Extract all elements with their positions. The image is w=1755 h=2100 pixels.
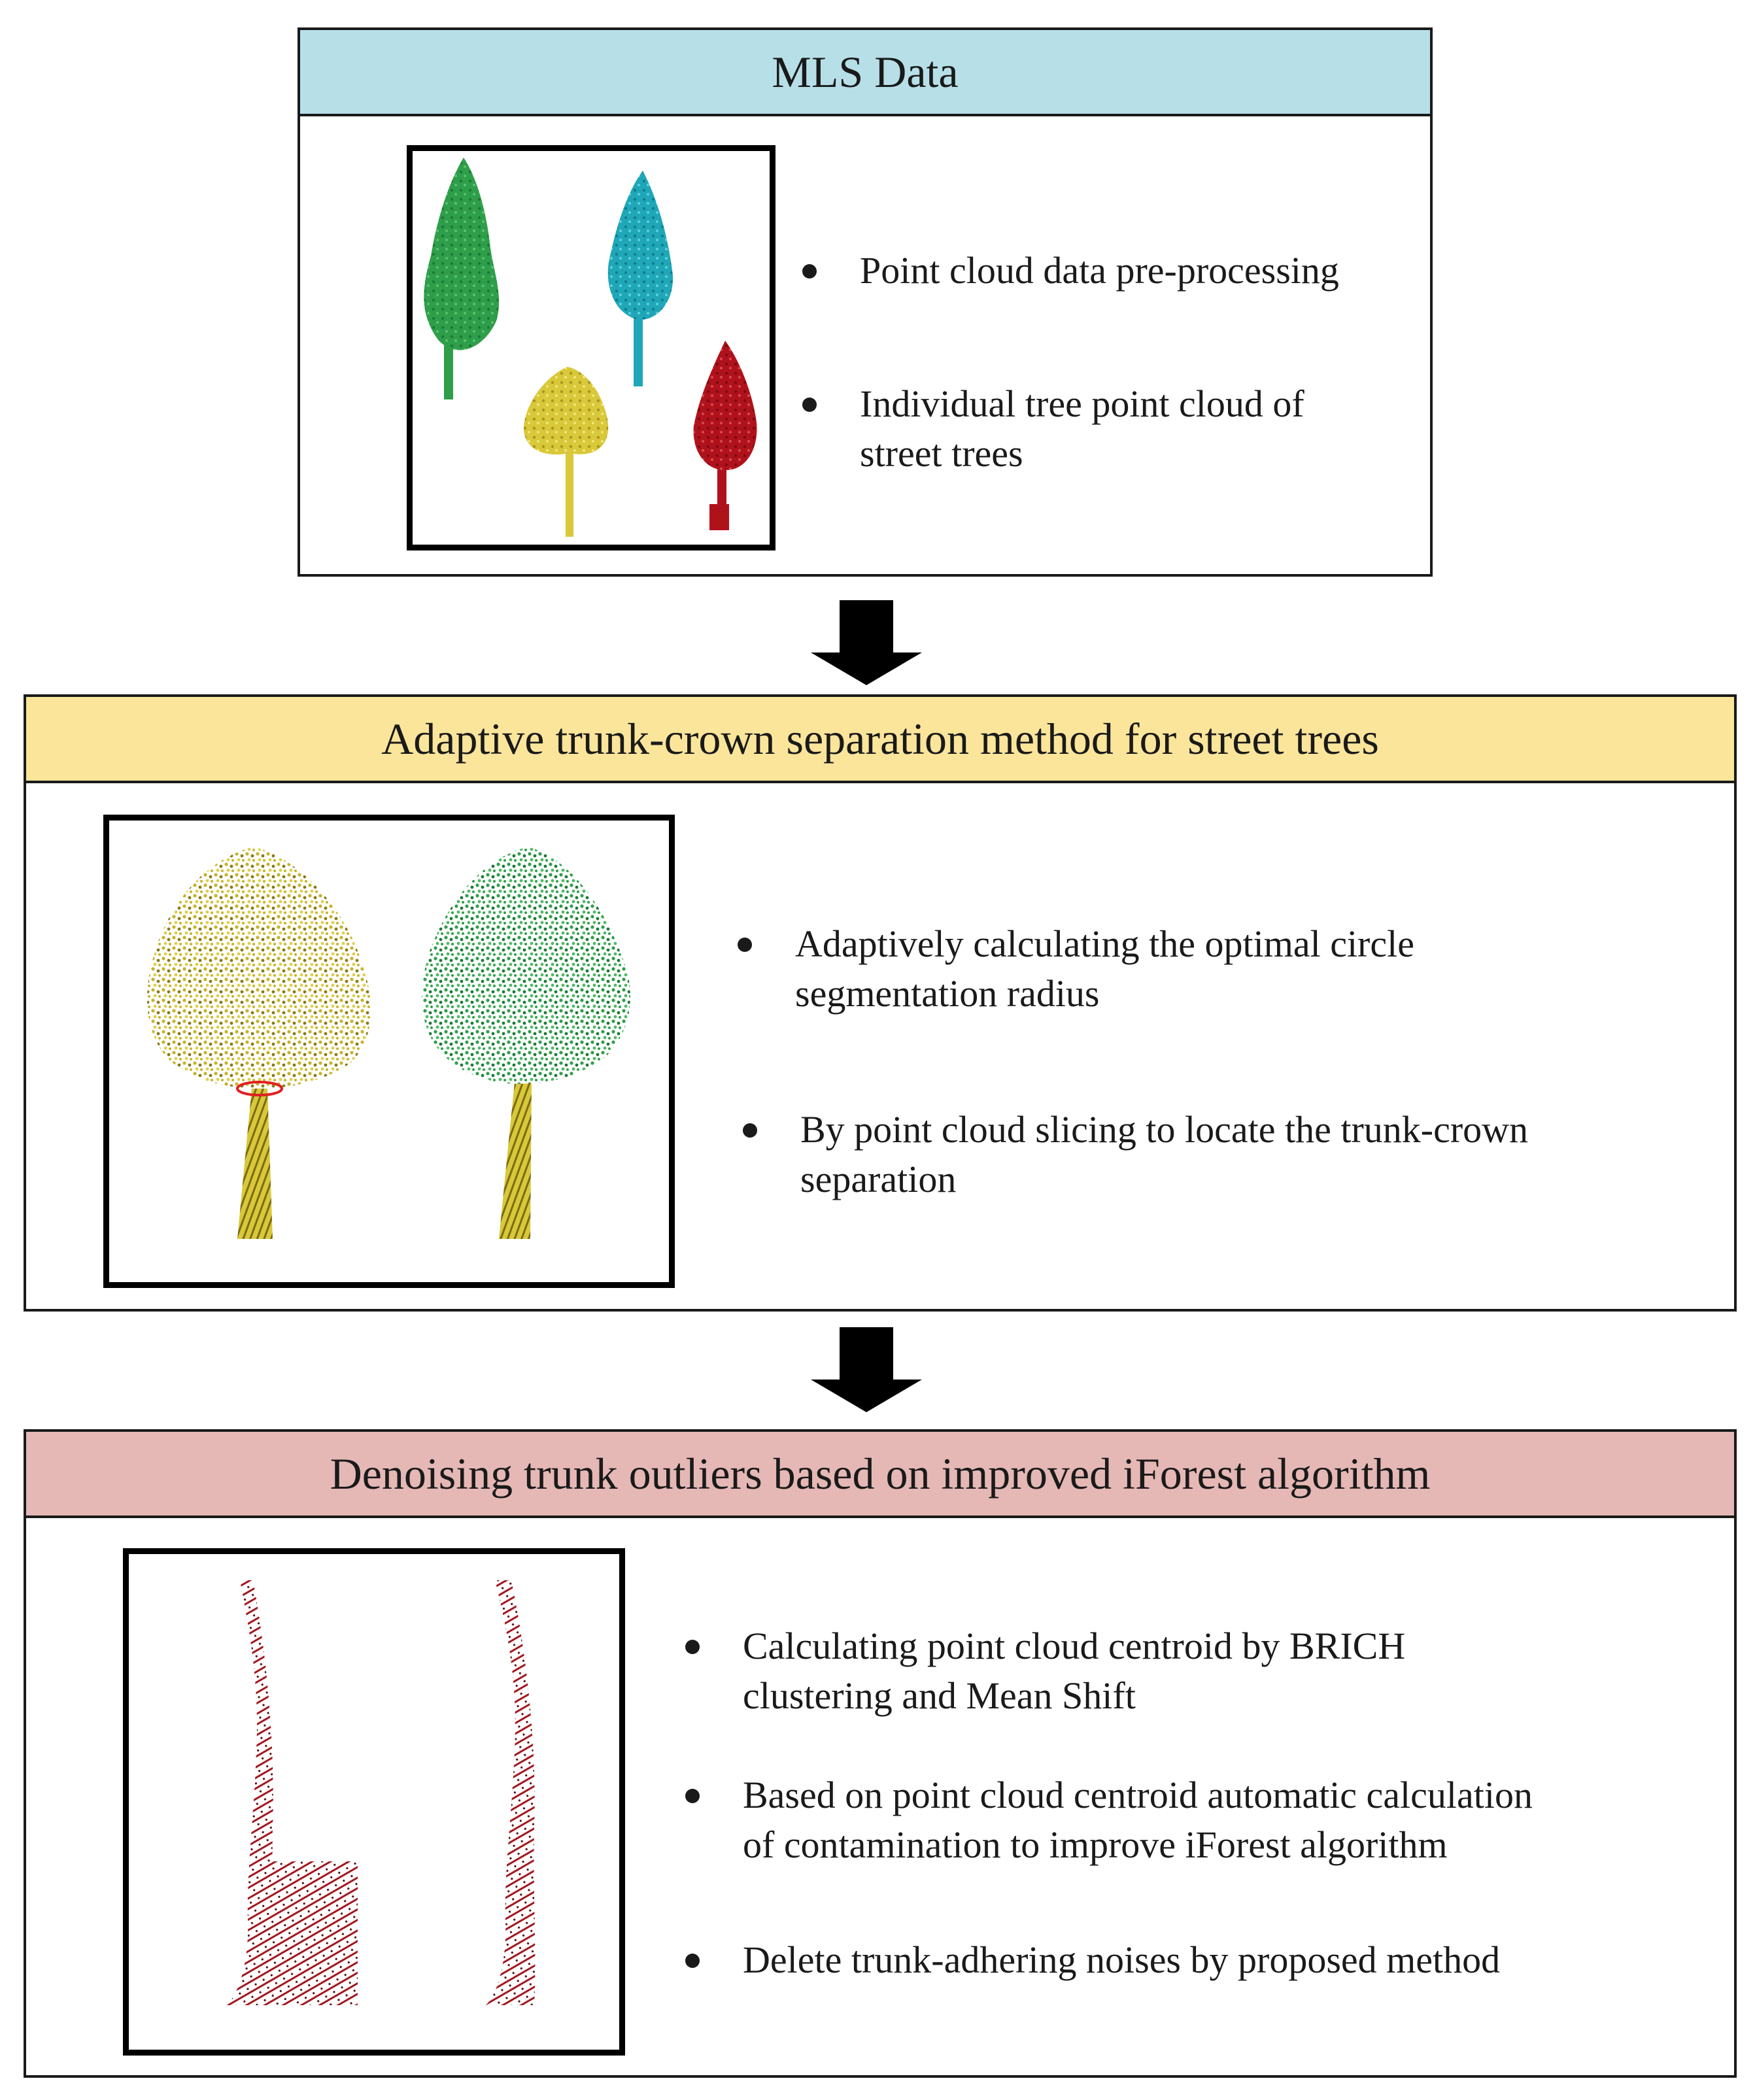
bullet-item: Adaptively calculating the optimal circl… [732,919,1414,1019]
tree-red-icon [693,341,757,530]
figure-street-trees [407,145,775,550]
stage-trunk-crown-separation: Adaptive trunk-crown separation method f… [24,694,1737,1312]
bullet-item: Based on point cloud centroid automatic … [680,1770,1533,1870]
stage-title-mls-data: MLS Data [300,30,1430,116]
tree-green-icon [424,158,500,399]
trunk-crown-illustration [147,847,630,1239]
bullet-item: By point cloud slicing to locate the tru… [738,1105,1528,1204]
stage-denoising-trunk-outliers: Denoising trunk outliers based on improv… [24,1429,1737,2078]
stage-mls-data: MLS Data [298,27,1433,577]
trunk-denoising-illustration [227,1580,536,2005]
figure-trunk-denoising [123,1548,625,2056]
street-trees-illustration [424,158,757,537]
separation-circle-icon [236,1081,283,1096]
tree-green-separated-icon [422,847,630,1239]
stage-title-denoising-trunk-outliers: Denoising trunk outliers based on improv… [26,1432,1734,1518]
noise-cluster-icon [266,1861,358,2005]
tree-yellow-icon [523,367,609,537]
bullet-item: Individual tree point cloud of street tr… [797,379,1304,479]
figure-trunk-crown-separation [103,815,675,1288]
stage-title-trunk-crown-separation: Adaptive trunk-crown separation method f… [26,697,1734,783]
down-arrow-icon [811,600,922,685]
trunk-denoised-icon [486,1580,536,2005]
bullet-item: Delete trunk-adhering noises by proposed… [680,1935,1500,1985]
bullet-item: Calculating point cloud centroid by BRIC… [680,1621,1405,1721]
tree-cyan-icon [607,171,673,386]
bullet-item: Point cloud data pre-processing [797,246,1339,296]
trunk-with-noise-icon [227,1580,358,2005]
tree-yellow-separation-icon [147,847,371,1239]
down-arrow-icon [811,1327,922,1412]
